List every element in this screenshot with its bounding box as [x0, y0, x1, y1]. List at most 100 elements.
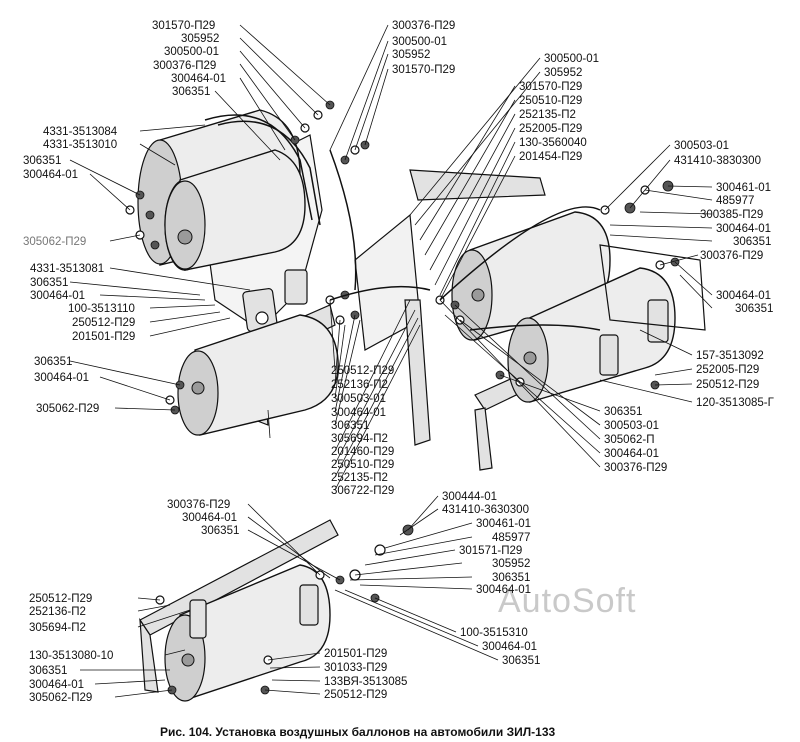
part-label: 130-3560040 [519, 137, 587, 149]
part-label: 4331-3513081 [30, 263, 104, 275]
part-label: 300385-П29 [700, 209, 763, 221]
part-label: 300461-01 [476, 518, 531, 530]
part-label: 4331-3513084 [43, 126, 118, 138]
part-label: 252005-П29 [696, 364, 759, 376]
part-label: 300444-01 [442, 491, 497, 503]
part-label: 305062-П [604, 434, 654, 446]
part-label: 305952 [392, 49, 430, 61]
part-label: 300464-01 [482, 641, 537, 653]
label-group-center: 300500-01 305952 301570-П29 250510-П29 2… [519, 53, 599, 163]
drawing-artwork [125, 100, 706, 702]
part-label: 306351 [604, 406, 642, 418]
part-label: 300464-01 [476, 584, 531, 596]
part-label: 300500-01 [544, 53, 599, 65]
leader-lines [69, 24, 713, 698]
part-label: 250510-П29 [331, 459, 394, 471]
part-label: 120-3513085-Г [696, 397, 775, 409]
part-label: 306351 [34, 356, 72, 368]
part-label: 4331-3513010 [43, 139, 117, 151]
figure-caption: Рис. 104. Установка воздушных баллонов н… [160, 725, 556, 739]
part-label: 306351 [172, 86, 210, 98]
part-label: 431410-3830300 [674, 155, 761, 167]
part-label: 300464-01 [182, 512, 237, 524]
part-label: 431410-3630300 [442, 504, 529, 516]
part-label: 485977 [716, 195, 754, 207]
part-label: 300464-01 [716, 223, 771, 235]
label-group-bottom-left: 300376-П29 300464-01 306351 250512-П29 2… [29, 499, 239, 704]
part-label: 305694-П2 [29, 622, 86, 634]
label-group-right: 300503-01 431410-3830300 300461-01 48597… [604, 140, 775, 474]
part-label: 252135-П2 [519, 109, 576, 121]
part-label: 252136-П2 [29, 606, 86, 618]
part-label: 300500-01 [164, 46, 219, 58]
part-label: 306722-П29 [331, 485, 394, 497]
part-label: 305062-П29 [23, 236, 86, 248]
part-label: 306351 [502, 655, 540, 667]
label-group-bottom-right: 300444-01 431410-3630300 300461-01 48597… [442, 491, 540, 667]
part-label: 201501-П29 [324, 648, 387, 660]
part-label: 300464-01 [716, 290, 771, 302]
part-label: 301571-П29 [459, 545, 522, 557]
label-group-top-mid: 300376-П29 300500-01 305952 301570-П29 [392, 20, 455, 76]
part-label: 305952 [492, 558, 530, 570]
part-label: 252135-П2 [331, 472, 388, 484]
part-label: 306351 [23, 155, 61, 167]
part-label: 301570-П29 [392, 64, 455, 76]
part-label: 250512-П29 [72, 317, 135, 329]
part-label: 300464-01 [604, 448, 659, 460]
part-label: 100-3513110 [68, 303, 135, 315]
part-label: 485977 [492, 532, 530, 544]
part-label: 300503-01 [331, 393, 386, 405]
part-label: 250510-П29 [519, 95, 582, 107]
part-label: 306351 [29, 665, 67, 677]
part-label: 306351 [735, 303, 773, 315]
label-group-top-left: 301570-П29 305952 300500-01 300376-П29 3… [23, 20, 226, 415]
part-label: 305062-П29 [29, 692, 92, 704]
part-label: 301570-П29 [519, 81, 582, 93]
part-label: 130-3513080-10 [29, 650, 113, 662]
part-label: 306351 [733, 236, 771, 248]
part-label: 201460-П29 [331, 446, 394, 458]
part-label: 300464-01 [29, 679, 84, 691]
part-label: 300464-01 [34, 372, 89, 384]
part-label: 250512-П29 [29, 593, 92, 605]
part-label: 252136-П2 [331, 379, 388, 391]
part-label: 301570-П29 [152, 20, 215, 32]
part-label: 300464-01 [331, 407, 386, 419]
part-label: 300464-01 [171, 73, 226, 85]
part-label: 306351 [201, 525, 239, 537]
part-label: 250512-П29 [324, 689, 387, 701]
part-label: 306351 [30, 277, 68, 289]
part-label: 300464-01 [23, 169, 78, 181]
part-label: 300376-П29 [392, 20, 455, 32]
part-label: 300461-01 [716, 182, 771, 194]
part-label: 305694-П2 [331, 433, 388, 445]
part-label: 300503-01 [674, 140, 729, 152]
part-label: 300500-01 [392, 36, 447, 48]
part-label: 300376-П29 [167, 499, 230, 511]
part-label: 252005-П29 [519, 123, 582, 135]
part-label: 300464-01 [30, 290, 85, 302]
part-label: 306351 [331, 420, 369, 432]
part-label: 300503-01 [604, 420, 659, 432]
part-label: 100-3515310 [460, 627, 528, 639]
watermark: AutoSoft [498, 582, 636, 620]
label-group-lower-mid: 250512-П29 252136-П2 300503-01 300464-01… [331, 365, 394, 497]
label-group-bottom-center: 201501-П29 301033-П29 133ВЯ-3513085 2505… [324, 648, 407, 701]
part-label: 250512-П29 [696, 379, 759, 391]
part-label: 250512-П29 [331, 365, 394, 377]
part-label: 201501-П29 [72, 331, 135, 343]
part-label: 301033-П29 [324, 662, 387, 674]
part-label: 305952 [181, 33, 219, 45]
part-label: 305952 [544, 67, 582, 79]
part-label: 306351 [492, 572, 530, 584]
part-label: 201454-П29 [519, 151, 582, 163]
part-label: 300376-П29 [604, 462, 667, 474]
part-label: 300376-П29 [153, 60, 216, 72]
part-label: 133ВЯ-3513085 [324, 676, 407, 688]
part-label: 300376-П29 [700, 250, 763, 262]
part-label: 305062-П29 [36, 403, 99, 415]
part-label: 157-3513092 [696, 350, 764, 362]
